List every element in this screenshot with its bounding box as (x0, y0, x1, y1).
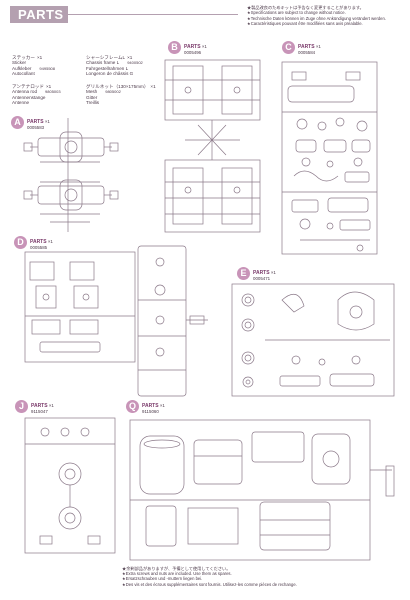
parts-header-bar (10, 6, 68, 23)
note-line: ★Technische Daten können im Zuge ohne An… (247, 15, 387, 21)
tree-e-drawing (231, 283, 395, 397)
tree-b-drawing (164, 59, 261, 233)
parts-j-badge: J (15, 400, 28, 413)
parts-q-badge: Q (126, 400, 139, 413)
tree-j-drawing (24, 417, 116, 554)
tree-c-drawing (281, 61, 378, 255)
footer-line: ★Ersatzschrauben und -muttern liegen bei… (122, 576, 203, 582)
tree-q-drawing (129, 419, 395, 561)
parts-d-badge: D (14, 236, 27, 249)
tree-d-drawing (24, 245, 208, 397)
parts-a-badge: A (11, 116, 24, 129)
footer-notes: ★余剰部品がありますが、予備として使用してください。 ★Extra screws… (122, 566, 392, 587)
note-line: ★Specifications are subject to change wi… (247, 10, 346, 16)
page-title: PARTS (18, 7, 64, 22)
tree-a-drawing (23, 118, 119, 232)
footer-line: ★Des vis et des écrous supplémentaires s… (122, 581, 297, 587)
footer-line: ★余剰部品がありますが、予備として使用してください。 (122, 566, 231, 571)
parts-c-badge: C (282, 41, 295, 54)
header-rule (68, 14, 238, 15)
note-line: ★Caractéristiques pouvant être modifiées… (247, 21, 363, 27)
footer-line: ★Extra screws and nuts are included. Use… (122, 571, 232, 577)
parts-e-badge: E (237, 267, 250, 280)
note-line: ★製品改良のためキットは予告なく変更することがあります。 (247, 5, 364, 10)
specification-notes: ★製品改良のためキットは予告なく変更することがあります。 ★Specificat… (247, 5, 407, 27)
parts-b-badge: B (168, 41, 181, 54)
